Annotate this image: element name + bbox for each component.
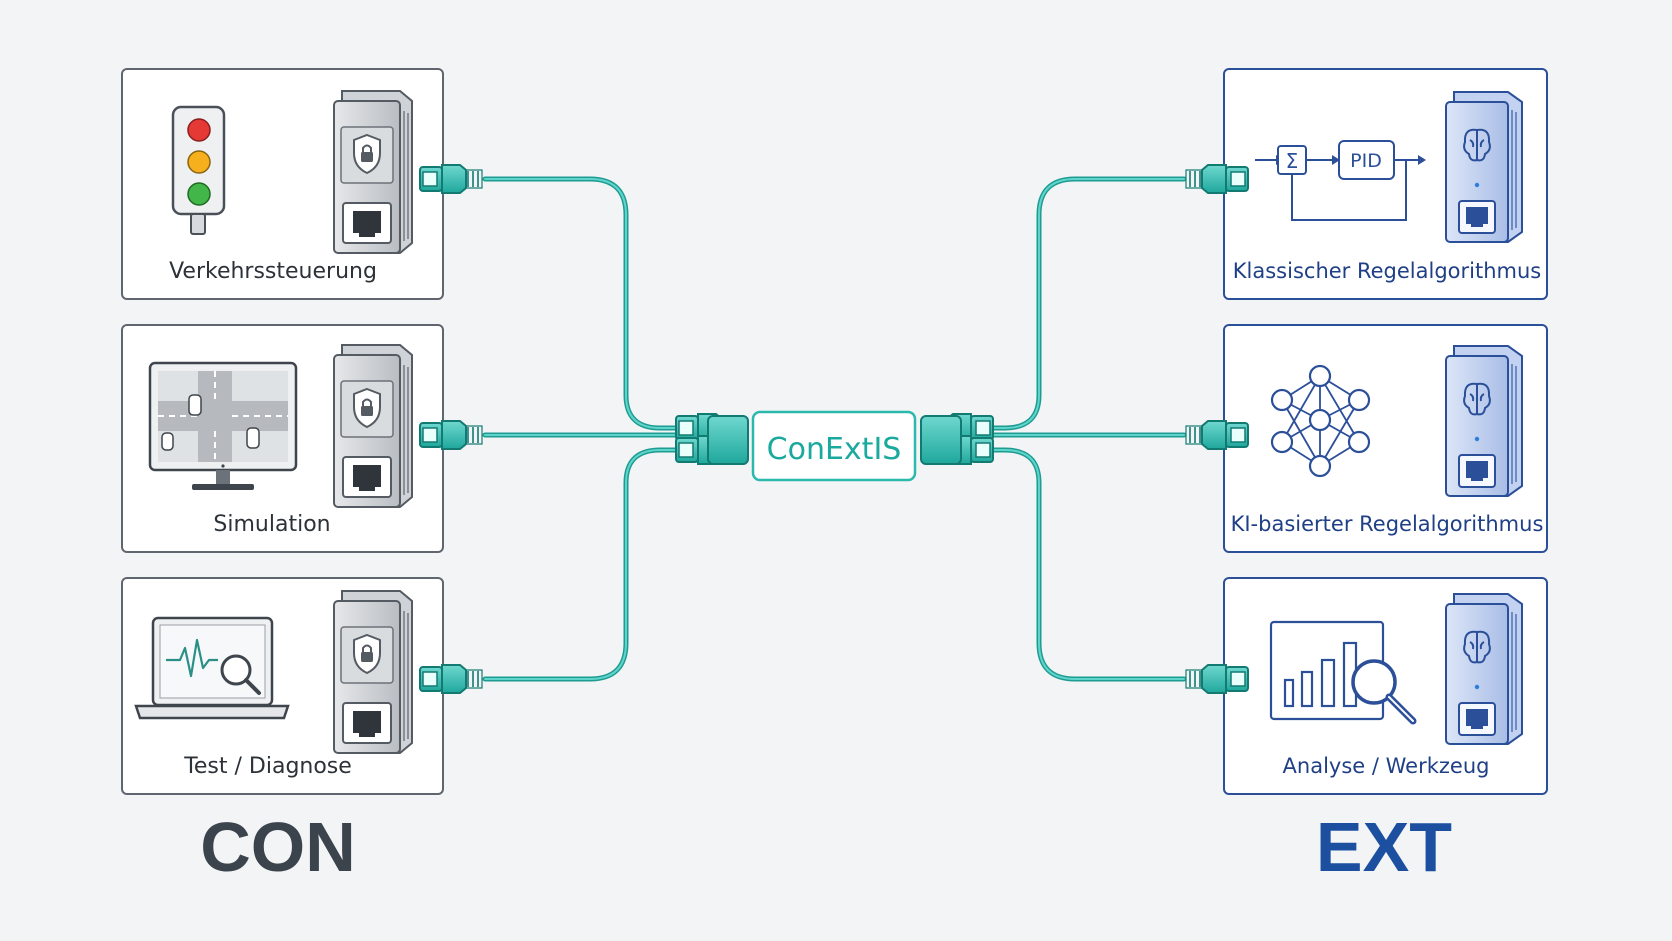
ext-group-label: EXT (1316, 808, 1452, 886)
secure-gateway-device-icon (333, 590, 413, 754)
box-label: Verkehrssteuerung (169, 259, 377, 284)
secure-gateway-device-icon (333, 344, 413, 508)
ethernet-plug-icon (419, 420, 483, 450)
ethernet-plug-icon (1185, 420, 1249, 450)
pid-label: PID (1350, 150, 1382, 172)
traffic-light-icon (171, 105, 226, 235)
con-box-simulation: Simulation (121, 324, 444, 553)
ethernet-plug-icon (419, 164, 483, 194)
box-label: Analyse / Werkzeug (1283, 754, 1490, 778)
secure-gateway-device-icon (333, 90, 413, 254)
ethernet-plug-icon (1185, 664, 1249, 694)
box-label: Simulation (213, 512, 330, 537)
ext-box-analysis-tool: Analyse / Werkzeug (1223, 577, 1548, 795)
cables (482, 176, 1187, 682)
laptop-diagnosis-icon (134, 616, 290, 720)
ethernet-plug-icon (419, 664, 483, 694)
con-box-traffic-control: Verkehrssteuerung (121, 68, 444, 300)
pid-control-loop-icon (1255, 140, 1426, 221)
box-label: Test / Diagnose (183, 754, 352, 779)
center-label: ConExtIS (767, 432, 902, 467)
neural-network-icon (1270, 364, 1371, 478)
ai-device-icon (1445, 91, 1523, 243)
ai-device-icon (1445, 345, 1523, 497)
con-group-label: CON (200, 808, 356, 886)
ethernet-plug-icon (1185, 164, 1249, 194)
ai-device-icon (1445, 593, 1523, 745)
box-label: Klassischer Regelalgorithmus (1233, 259, 1541, 283)
center-connector: ConExtIS (675, 410, 994, 482)
monitor-simulation-icon (148, 361, 298, 490)
ext-box-ai-control: KI-basierter Regelalgorithmus (1223, 324, 1548, 553)
sum-symbol: Σ (1286, 149, 1299, 173)
bar-chart-magnifier-icon (1269, 620, 1417, 725)
con-box-test-diagnosis: Test / Diagnose (121, 577, 444, 795)
box-label: KI-basierter Regelalgorithmus (1231, 512, 1544, 536)
ext-box-classic-control: Σ PID Klassischer Regelalgorithmus (1223, 68, 1548, 300)
